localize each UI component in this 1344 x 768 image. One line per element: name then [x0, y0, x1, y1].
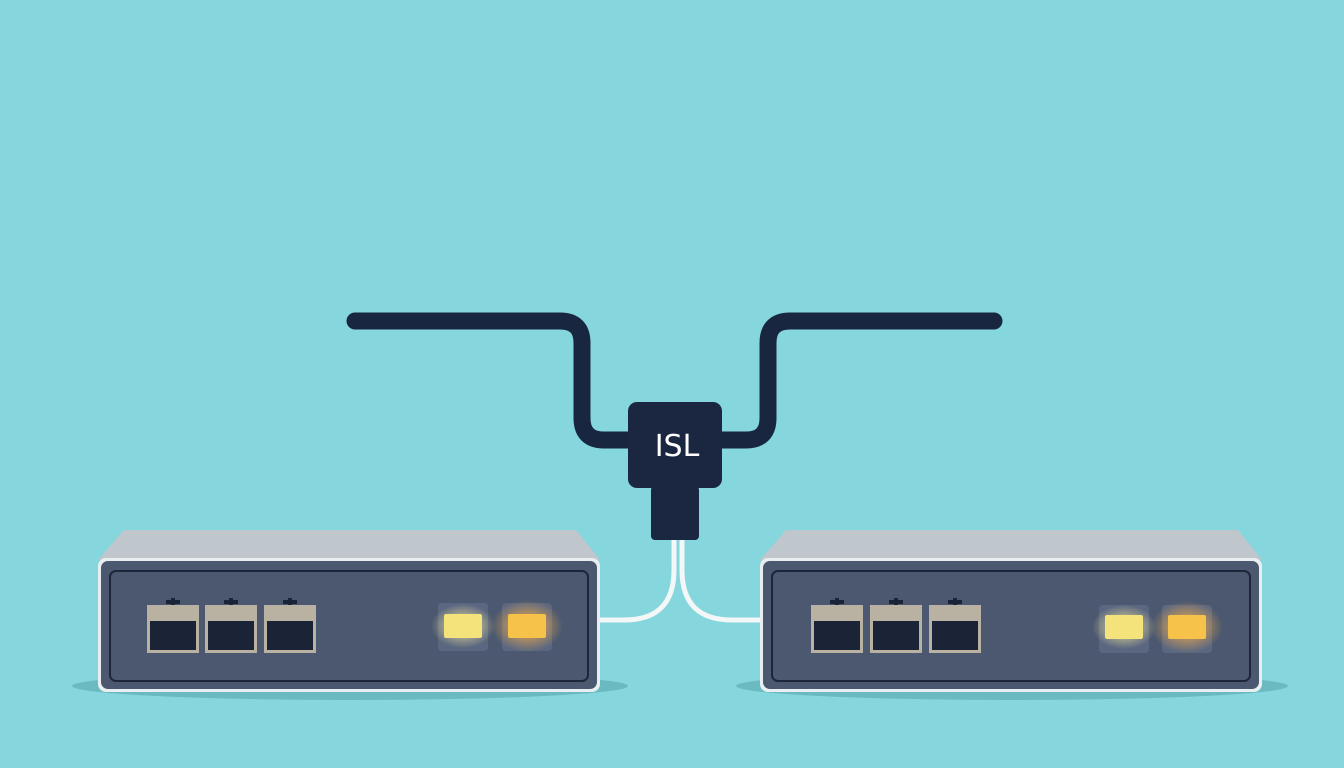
- status-led-yellow: [1092, 605, 1156, 653]
- ethernet-port: [929, 598, 981, 653]
- ethernet-port: [205, 598, 257, 653]
- ethernet-port: [147, 598, 199, 653]
- isl-connector: ISL: [628, 402, 722, 540]
- isl-cable: [346, 312, 649, 449]
- ethernet-port: [811, 598, 863, 653]
- patch-cable-left: [597, 537, 677, 623]
- isl-cable: [703, 312, 1003, 449]
- port-group: [811, 598, 981, 653]
- switch-right: [736, 530, 1288, 700]
- port-group: [147, 598, 316, 653]
- ethernet-port: [264, 598, 316, 653]
- isl-label: ISL: [655, 429, 700, 464]
- patch-cable-right: [679, 537, 765, 623]
- switch-left: [72, 530, 628, 700]
- status-led-yellow: [431, 603, 495, 651]
- status-led-orange: [491, 600, 563, 652]
- ethernet-port: [870, 598, 922, 653]
- status-led-orange: [1151, 601, 1223, 653]
